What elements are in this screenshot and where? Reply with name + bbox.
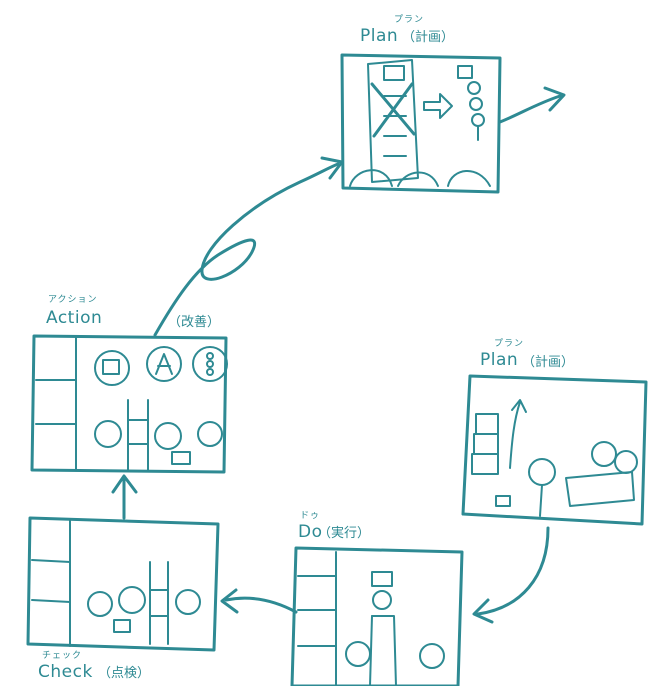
panel-action: [32, 336, 227, 472]
arrow-do-to-check-head: [222, 590, 237, 612]
check-kanji: （点検）: [98, 667, 150, 680]
action-title: Action: [46, 310, 102, 327]
panel-do: [292, 548, 462, 686]
plan-top-kanji: （計画）: [402, 31, 454, 44]
panel-plan-right: [463, 376, 646, 524]
plan-top-ruby: プラン: [394, 16, 424, 25]
plan-right-ruby: プラン: [494, 340, 524, 349]
do-kanji: （実行）: [318, 527, 370, 540]
panel-check: [28, 518, 218, 650]
plan-right-title: Plan: [480, 352, 518, 369]
plan-right-kanji: （計画）: [522, 356, 574, 369]
arrow-action-to-plan: [155, 164, 338, 335]
panel-plan-top: [342, 55, 500, 192]
action-kanji: （改善）: [168, 316, 220, 329]
do-ruby: ドゥ: [300, 512, 320, 521]
check-title: Check: [38, 664, 93, 681]
check-ruby: チェック: [42, 652, 82, 661]
plan-top-title: Plan: [360, 28, 398, 45]
action-ruby: アクション: [48, 296, 98, 305]
